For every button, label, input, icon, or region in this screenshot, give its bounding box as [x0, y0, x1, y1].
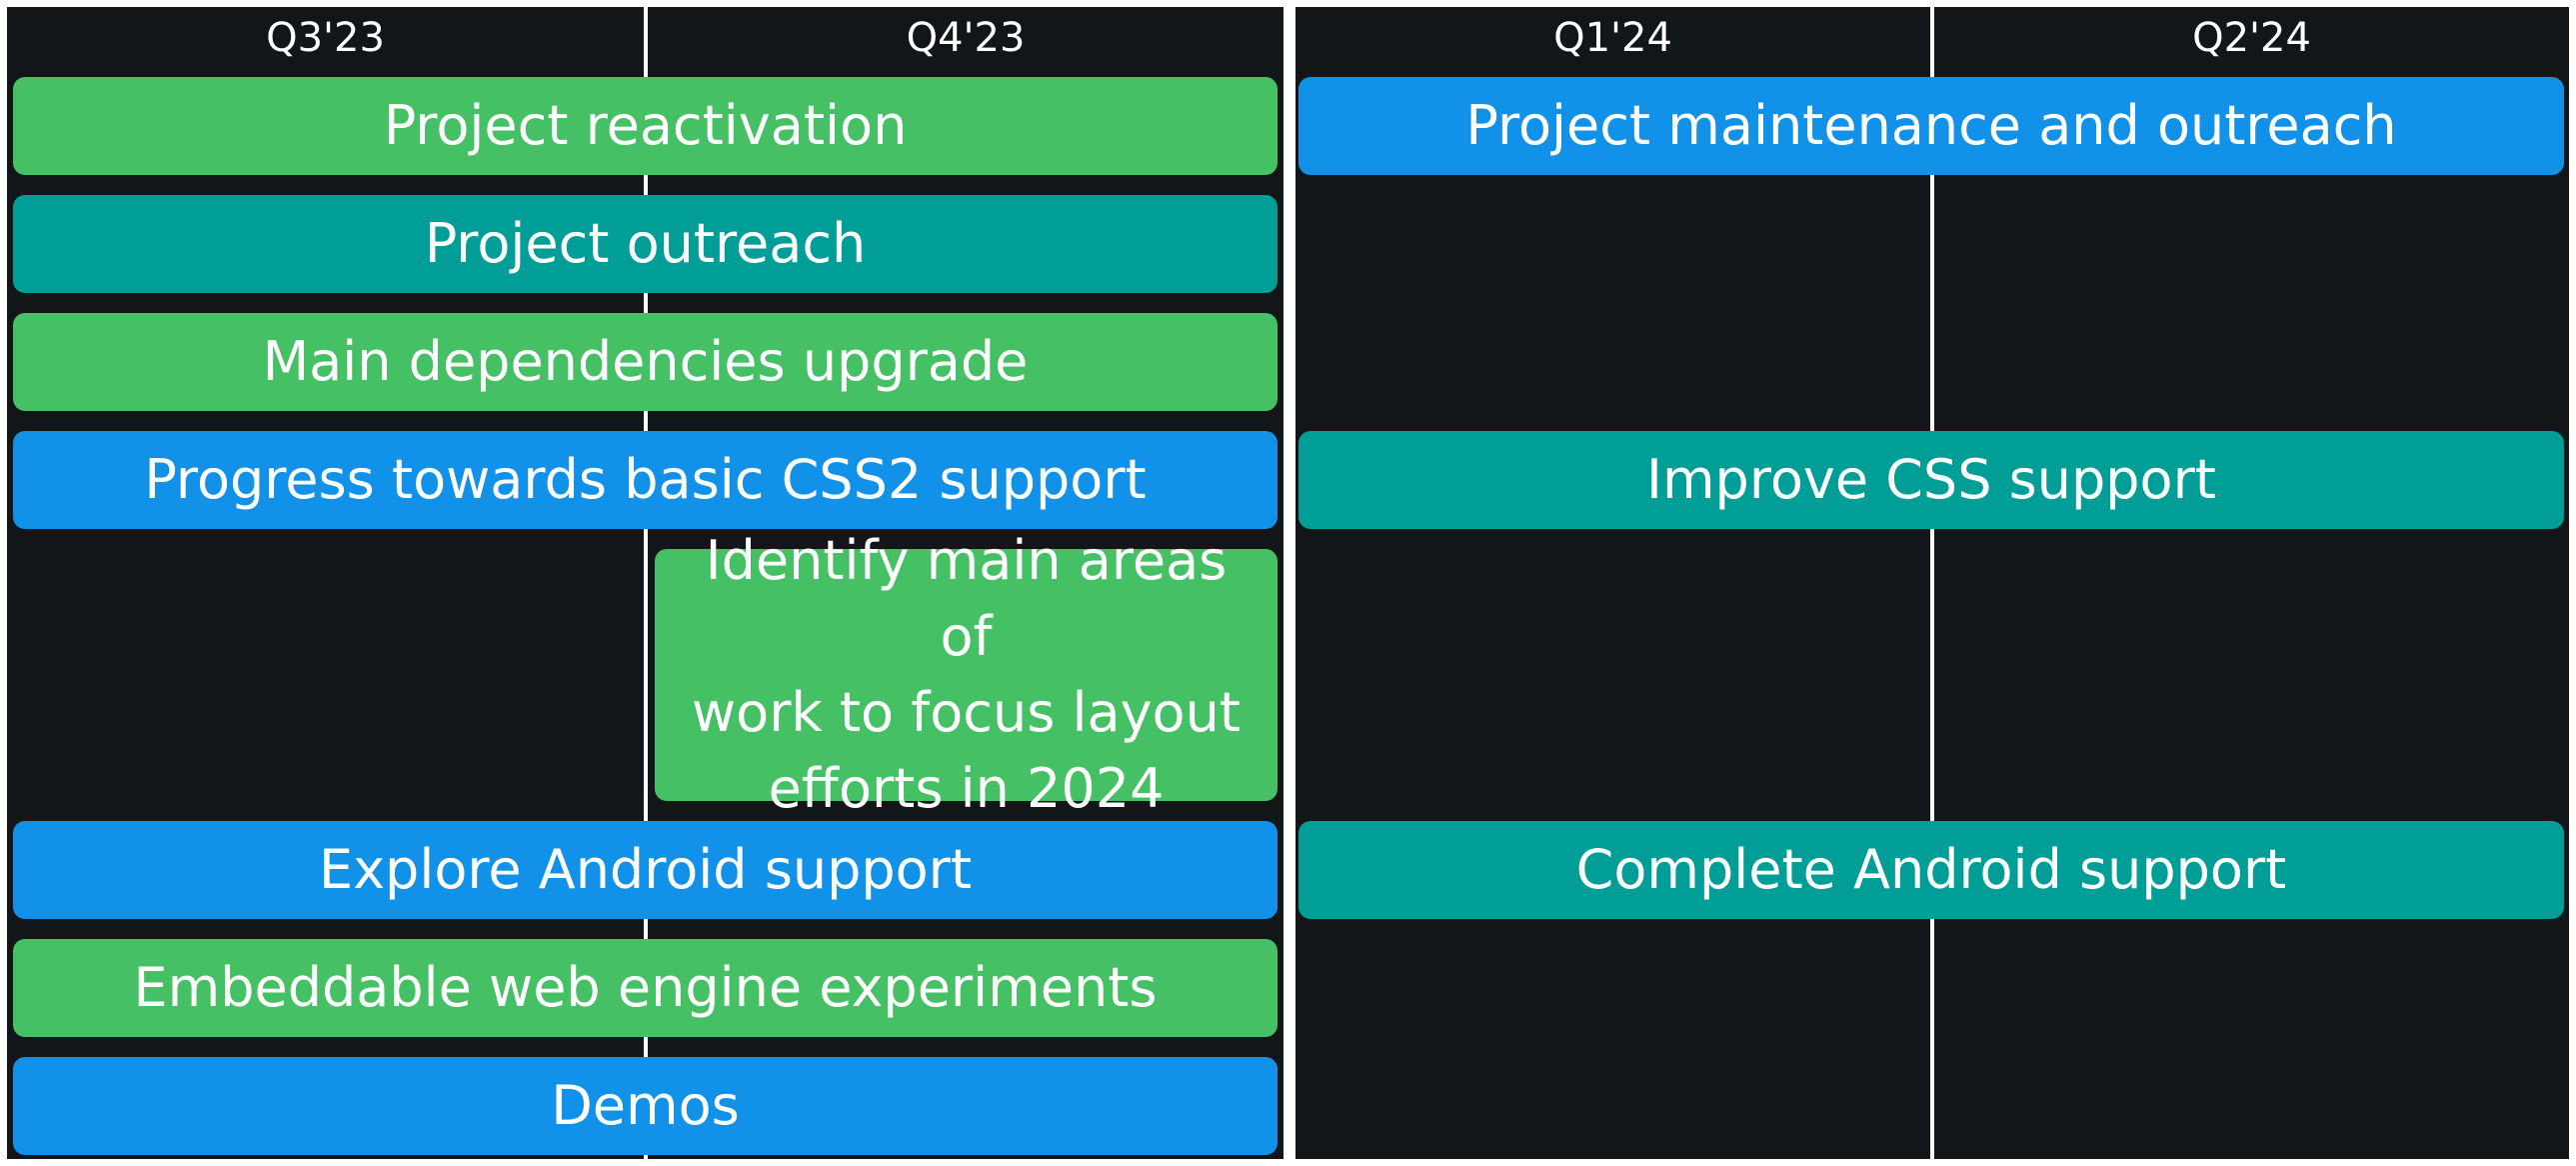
- task-bar-project-outreach: Project outreach: [13, 195, 1278, 293]
- task-bar-main-dependencies-upgrade: Main dependencies upgrade: [13, 313, 1278, 411]
- quarter-label-q4-23: Q4'23: [906, 15, 1026, 61]
- task-bar-maintenance-and-outreach: Project maintenance and outreach: [1298, 77, 2564, 175]
- task-bar-complete-android-support: Complete Android support: [1298, 821, 2564, 919]
- task-bar-improve-css-support: Improve CSS support: [1298, 431, 2564, 529]
- task-bar-identify-layout-areas: Identify main areas of work to focus lay…: [655, 529, 1278, 820]
- quarter-divider: [644, 7, 648, 1159]
- task-bar-explore-android-support: Explore Android support: [13, 821, 1278, 919]
- panel-2023: Q3'23 Q4'23 Project reactivation Project…: [7, 7, 1284, 1159]
- task-bar-demos: Demos: [13, 1057, 1278, 1155]
- task-bar-embeddable-web-engine: Embeddable web engine experiments: [13, 939, 1278, 1037]
- quarter-label-q1-24: Q1'24: [1553, 15, 1672, 61]
- task-bar-basic-css2-support: Progress towards basic CSS2 support: [13, 431, 1278, 529]
- task-bar-project-reactivation: Project reactivation: [13, 77, 1278, 175]
- quarter-label-q3-23: Q3'23: [266, 15, 385, 61]
- quarter-divider: [1930, 7, 1934, 1159]
- quarter-label-q2-24: Q2'24: [2192, 15, 2311, 61]
- panel-2024: Q1'24 Q2'24 Project maintenance and outr…: [1295, 7, 2569, 1159]
